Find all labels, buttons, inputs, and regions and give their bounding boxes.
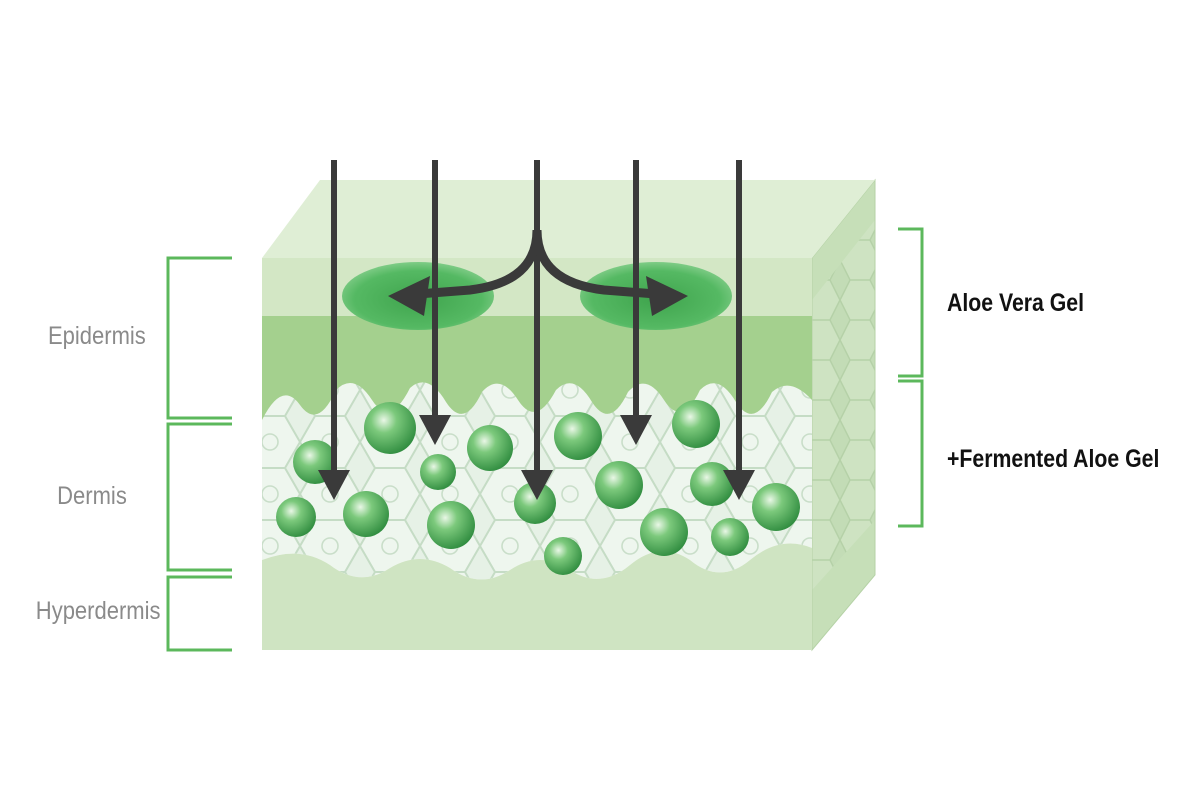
block-side-face [811, 178, 876, 652]
particle [672, 400, 720, 448]
bracket-fermented-aloe-gel [898, 379, 924, 528]
arrow-heads [318, 276, 755, 500]
particle [467, 425, 513, 471]
particle [690, 462, 734, 506]
bracket-hyperdermis [166, 575, 232, 652]
particle [343, 491, 389, 537]
epidermis-label: Epidermis [48, 322, 146, 350]
layer-brackets [166, 256, 232, 652]
penetration-arrows [331, 160, 742, 478]
particle [427, 501, 475, 549]
bracket-dermis [166, 422, 232, 572]
arrowhead [318, 470, 350, 500]
gel-brackets [898, 227, 924, 528]
bracket-aloe-vera-gel [898, 227, 924, 378]
aloe-vera-gel-label: Aloe Vera Gel [947, 289, 1085, 317]
particle [711, 518, 749, 556]
particle [514, 482, 556, 524]
particle [595, 461, 643, 509]
hyperdermis-label: Hyperdermis [35, 597, 161, 625]
particle [276, 497, 316, 537]
particle [364, 402, 416, 454]
arrowhead [419, 415, 451, 445]
arrowhead [620, 415, 652, 445]
particle [554, 412, 602, 460]
particle [640, 508, 688, 556]
particle [544, 537, 582, 575]
particle [420, 454, 456, 490]
dermis-label: Dermis [57, 482, 127, 510]
bracket-epidermis [166, 256, 232, 420]
block-top-face [262, 180, 875, 258]
fermented-aloe-gel-label: +Fermented Aloe Gel [947, 445, 1160, 473]
arrowhead [521, 470, 553, 500]
split-arrow-right [532, 229, 657, 299]
arrowhead-left [388, 276, 430, 316]
particle [752, 483, 800, 531]
arrowhead [723, 470, 755, 500]
hypodermis-band [262, 543, 812, 650]
arrowhead-right [646, 276, 688, 316]
